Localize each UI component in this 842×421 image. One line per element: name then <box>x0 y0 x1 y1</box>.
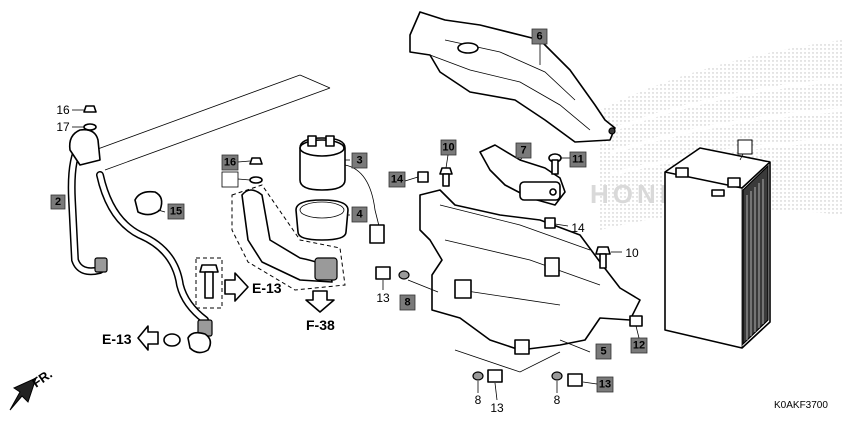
svg-text:12: 12 <box>633 340 645 352</box>
callouts-plain: 16 17 13 14 10 8 13 8 <box>56 103 639 415</box>
grommet-8-bottom-a <box>472 371 484 381</box>
callout-8-left: 8 <box>399 294 416 311</box>
relay-leaders <box>94 74 331 171</box>
relay-cable <box>231 184 346 291</box>
nut-13-bottom <box>487 369 503 383</box>
callout-14-left: 14 <box>388 171 406 188</box>
ref-e13-left-label: E-13 <box>102 331 132 347</box>
callout-10-top: 10 <box>440 139 457 156</box>
callout-7: 7 <box>515 142 532 159</box>
bolt-10-upper <box>439 167 453 187</box>
clip-14-right <box>544 217 569 229</box>
clip-14-left <box>417 171 429 183</box>
washer-17-mid <box>249 176 263 184</box>
callout-2: 2 <box>50 194 66 210</box>
callout-10-right: 10 <box>625 246 639 260</box>
svg-text:2: 2 <box>55 196 61 208</box>
starter-relay <box>299 135 385 244</box>
callout-4: 4 <box>351 206 368 223</box>
callout-16-top: 16 <box>56 103 70 117</box>
svg-text:6: 6 <box>536 31 542 43</box>
relay-boot <box>295 199 350 241</box>
callout-8-bottom-a: 8 <box>475 393 482 407</box>
callout-14-right: 14 <box>571 221 585 235</box>
callout-3: 3 <box>351 152 368 169</box>
callout-5: 5 <box>595 343 612 360</box>
spacer-left <box>163 333 181 347</box>
svg-text:4: 4 <box>356 209 363 221</box>
bolt-11 <box>548 153 570 175</box>
grommet-8-left <box>398 270 439 293</box>
svg-text:8: 8 <box>404 297 410 309</box>
callout-17-top: 17 <box>56 120 70 134</box>
nut-16-top <box>72 105 97 113</box>
svg-text:13: 13 <box>599 379 611 391</box>
callout-13-bottom: 13 <box>490 401 504 415</box>
terminal-bolt <box>195 257 223 309</box>
nut-13-right <box>567 373 583 387</box>
svg-text:10: 10 <box>442 142 454 154</box>
front-arrow: FR. <box>9 366 55 411</box>
cable-clamp <box>134 190 166 216</box>
svg-text:14: 14 <box>391 174 404 186</box>
nut-16-mid <box>249 157 263 165</box>
ref-f38-label: F-38 <box>306 317 335 333</box>
ref-arrow-f38: F-38 <box>305 290 335 333</box>
svg-text:7: 7 <box>520 145 526 157</box>
grommet-8-bottom-b <box>551 371 563 381</box>
callout-6: 6 <box>531 28 548 45</box>
diagram-code: K0AKF3700 <box>774 400 828 411</box>
ref-arrow-e13-left: E-13 <box>102 325 159 351</box>
callout-8-bottom-b: 8 <box>554 393 561 407</box>
ref-arrow-e13-top: E-13 <box>224 272 282 302</box>
bolt-10-right <box>595 246 622 269</box>
callouts: 2 3 4 5 6 7 8 10 11 12 13 14 15 16 <box>50 28 648 393</box>
callout-13-right: 13 <box>596 376 614 393</box>
svg-text:15: 15 <box>170 206 182 218</box>
callout-17-mid-box <box>221 171 239 188</box>
callout-leaders-bottom <box>237 154 640 401</box>
battery-cable <box>67 128 213 354</box>
nut-12 <box>629 315 643 327</box>
svg-text:3: 3 <box>356 155 362 167</box>
callout-12: 12 <box>630 337 648 354</box>
callout-11: 11 <box>569 151 587 168</box>
callout-16-mid: 16 <box>221 154 239 171</box>
svg-text:11: 11 <box>572 154 584 166</box>
washer-17-top <box>72 123 97 131</box>
svg-text:5: 5 <box>600 346 606 358</box>
svg-text:16: 16 <box>224 157 236 169</box>
battery-holder <box>479 144 566 206</box>
nut-13-left <box>375 266 391 290</box>
battery-callout-box <box>737 139 753 155</box>
callout-15: 15 <box>167 203 185 220</box>
battery-case <box>419 189 641 373</box>
ref-e13-top-label: E-13 <box>252 280 282 296</box>
honda-wing-watermark: HONDA <box>590 40 842 230</box>
battery <box>664 139 771 349</box>
battery-cover <box>409 11 616 143</box>
callout-13-left: 13 <box>376 291 390 305</box>
